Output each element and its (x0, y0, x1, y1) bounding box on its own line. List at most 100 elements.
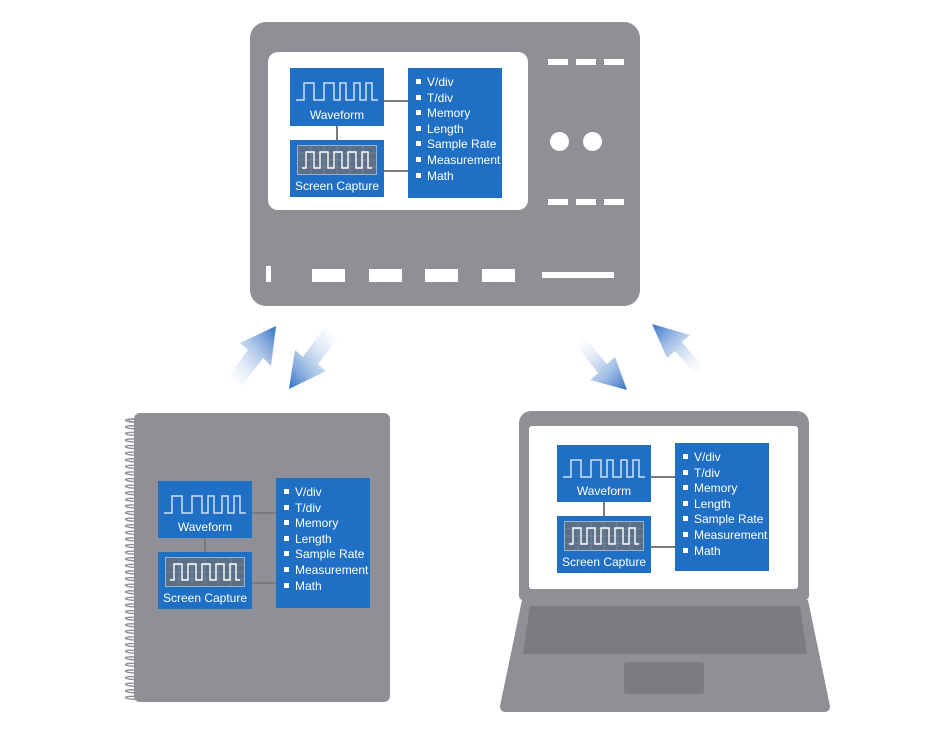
settings-item: Measurement (284, 563, 368, 579)
arrow-down-right (576, 337, 627, 390)
connector-line (252, 512, 276, 514)
spiral-ring (124, 629, 143, 635)
waveform-box: Waveform (557, 445, 651, 502)
waveform-label: Waveform (177, 520, 233, 534)
screen-capture-box: Screen Capture (557, 516, 651, 573)
spiral-ring (124, 491, 143, 496)
spiral-ring (124, 458, 143, 463)
spiral-ring (124, 616, 143, 621)
spiral-ring (124, 477, 143, 483)
scope-knob (583, 132, 602, 151)
settings-item: T/div (284, 501, 368, 517)
laptop-panel-group: Waveform Screen Capture V/div T/div Memo… (557, 443, 769, 573)
spiral-ring (124, 451, 143, 456)
spiral-ring (124, 557, 143, 562)
settings-item: Length (284, 532, 368, 548)
spiral-ring (124, 576, 143, 582)
spiral-ring (124, 642, 143, 648)
settings-item: Length (683, 497, 767, 513)
settings-item: V/div (416, 75, 500, 91)
settings-item: Measurement (416, 153, 500, 169)
spiral-ring (124, 583, 143, 588)
settings-item: Sample Rate (416, 137, 500, 153)
spiral-ring (124, 563, 143, 569)
scope-knob (550, 132, 569, 151)
spiral-ring (124, 530, 143, 536)
spiral-ring (124, 695, 143, 701)
laptop-keyboard (523, 606, 807, 654)
settings-item: Sample Rate (683, 512, 767, 528)
notebook-panel-group: Waveform Screen Capture V/div T/div Memo… (158, 478, 370, 610)
spiral-ring (124, 550, 143, 555)
scope-bottom-button (312, 269, 345, 282)
spiral-ring (124, 675, 143, 681)
scope-bottom-button (425, 269, 458, 282)
settings-box: V/div T/div Memory Length Sample Rate Me… (276, 478, 370, 608)
settings-list: V/div T/div Memory Length Sample Rate Me… (284, 485, 368, 594)
settings-list: V/div T/div Memory Length Sample Rate Me… (683, 450, 767, 559)
connector-line (384, 170, 408, 172)
spiral-ring (124, 596, 143, 602)
scope-slot (548, 59, 568, 65)
spiral-ring (124, 570, 143, 575)
spiral-ring (124, 623, 143, 628)
capture-screen-icon (297, 145, 377, 175)
connector-line (651, 546, 675, 548)
scope-bottom-button (369, 269, 402, 282)
spiral-ring (124, 609, 143, 615)
settings-item: Length (416, 122, 500, 138)
waveform-label: Waveform (576, 484, 632, 498)
waveform-icon (563, 459, 645, 478)
connector-line (603, 502, 605, 516)
settings-item: T/div (683, 466, 767, 482)
settings-item: Math (284, 579, 368, 595)
spiral-ring (124, 425, 143, 430)
waveform-label: Waveform (309, 108, 365, 122)
capture-screen-icon (564, 521, 644, 551)
arrow-up-right (652, 324, 704, 376)
scope-slot (576, 59, 596, 65)
laptop-trackpad (624, 662, 704, 694)
scope-bottom-button (266, 266, 271, 282)
settings-item: Measurement (683, 528, 767, 544)
laptop-base (500, 600, 830, 712)
spiral-ring (124, 418, 143, 423)
screen-capture-label: Screen Capture (294, 179, 380, 193)
waveform-icon (296, 82, 378, 101)
screen-capture-box: Screen Capture (158, 552, 252, 609)
spiral-ring (124, 517, 143, 522)
spiral-ring (124, 543, 143, 549)
settings-list: V/div T/div Memory Length Sample Rate Me… (416, 75, 500, 184)
spiral-ring (124, 504, 143, 509)
screen-capture-box: Screen Capture (290, 140, 384, 197)
spiral-ring (124, 590, 143, 595)
spiral-ring (124, 537, 143, 542)
settings-item: Math (683, 544, 767, 560)
notebook-spiral-rings (124, 418, 143, 701)
settings-item: V/div (284, 485, 368, 501)
arrow-up-left (227, 326, 276, 386)
spiral-ring (124, 484, 143, 489)
connector-line (204, 538, 206, 552)
settings-item: Sample Rate (284, 547, 368, 563)
spiral-ring (124, 662, 143, 668)
connector-line (336, 126, 338, 140)
waveform-box: Waveform (158, 481, 252, 538)
spiral-ring (124, 649, 143, 654)
settings-item: V/div (683, 450, 767, 466)
scope-slot (548, 199, 568, 205)
screen-capture-label: Screen Capture (162, 591, 248, 605)
spiral-ring (124, 689, 143, 694)
connector-line (651, 476, 675, 478)
spiral-ring (124, 603, 143, 608)
scope-panel-group: Waveform Screen Capture V/div T/div Memo… (290, 68, 502, 200)
connector-line (384, 100, 408, 102)
spiral-ring (124, 471, 143, 476)
spiral-ring (124, 669, 143, 674)
spiral-ring (124, 438, 143, 443)
spiral-ring (124, 444, 143, 450)
waveform-box: Waveform (290, 68, 384, 126)
connector-line (252, 582, 276, 584)
settings-box: V/div T/div Memory Length Sample Rate Me… (675, 443, 769, 571)
scope-slot (604, 59, 624, 65)
